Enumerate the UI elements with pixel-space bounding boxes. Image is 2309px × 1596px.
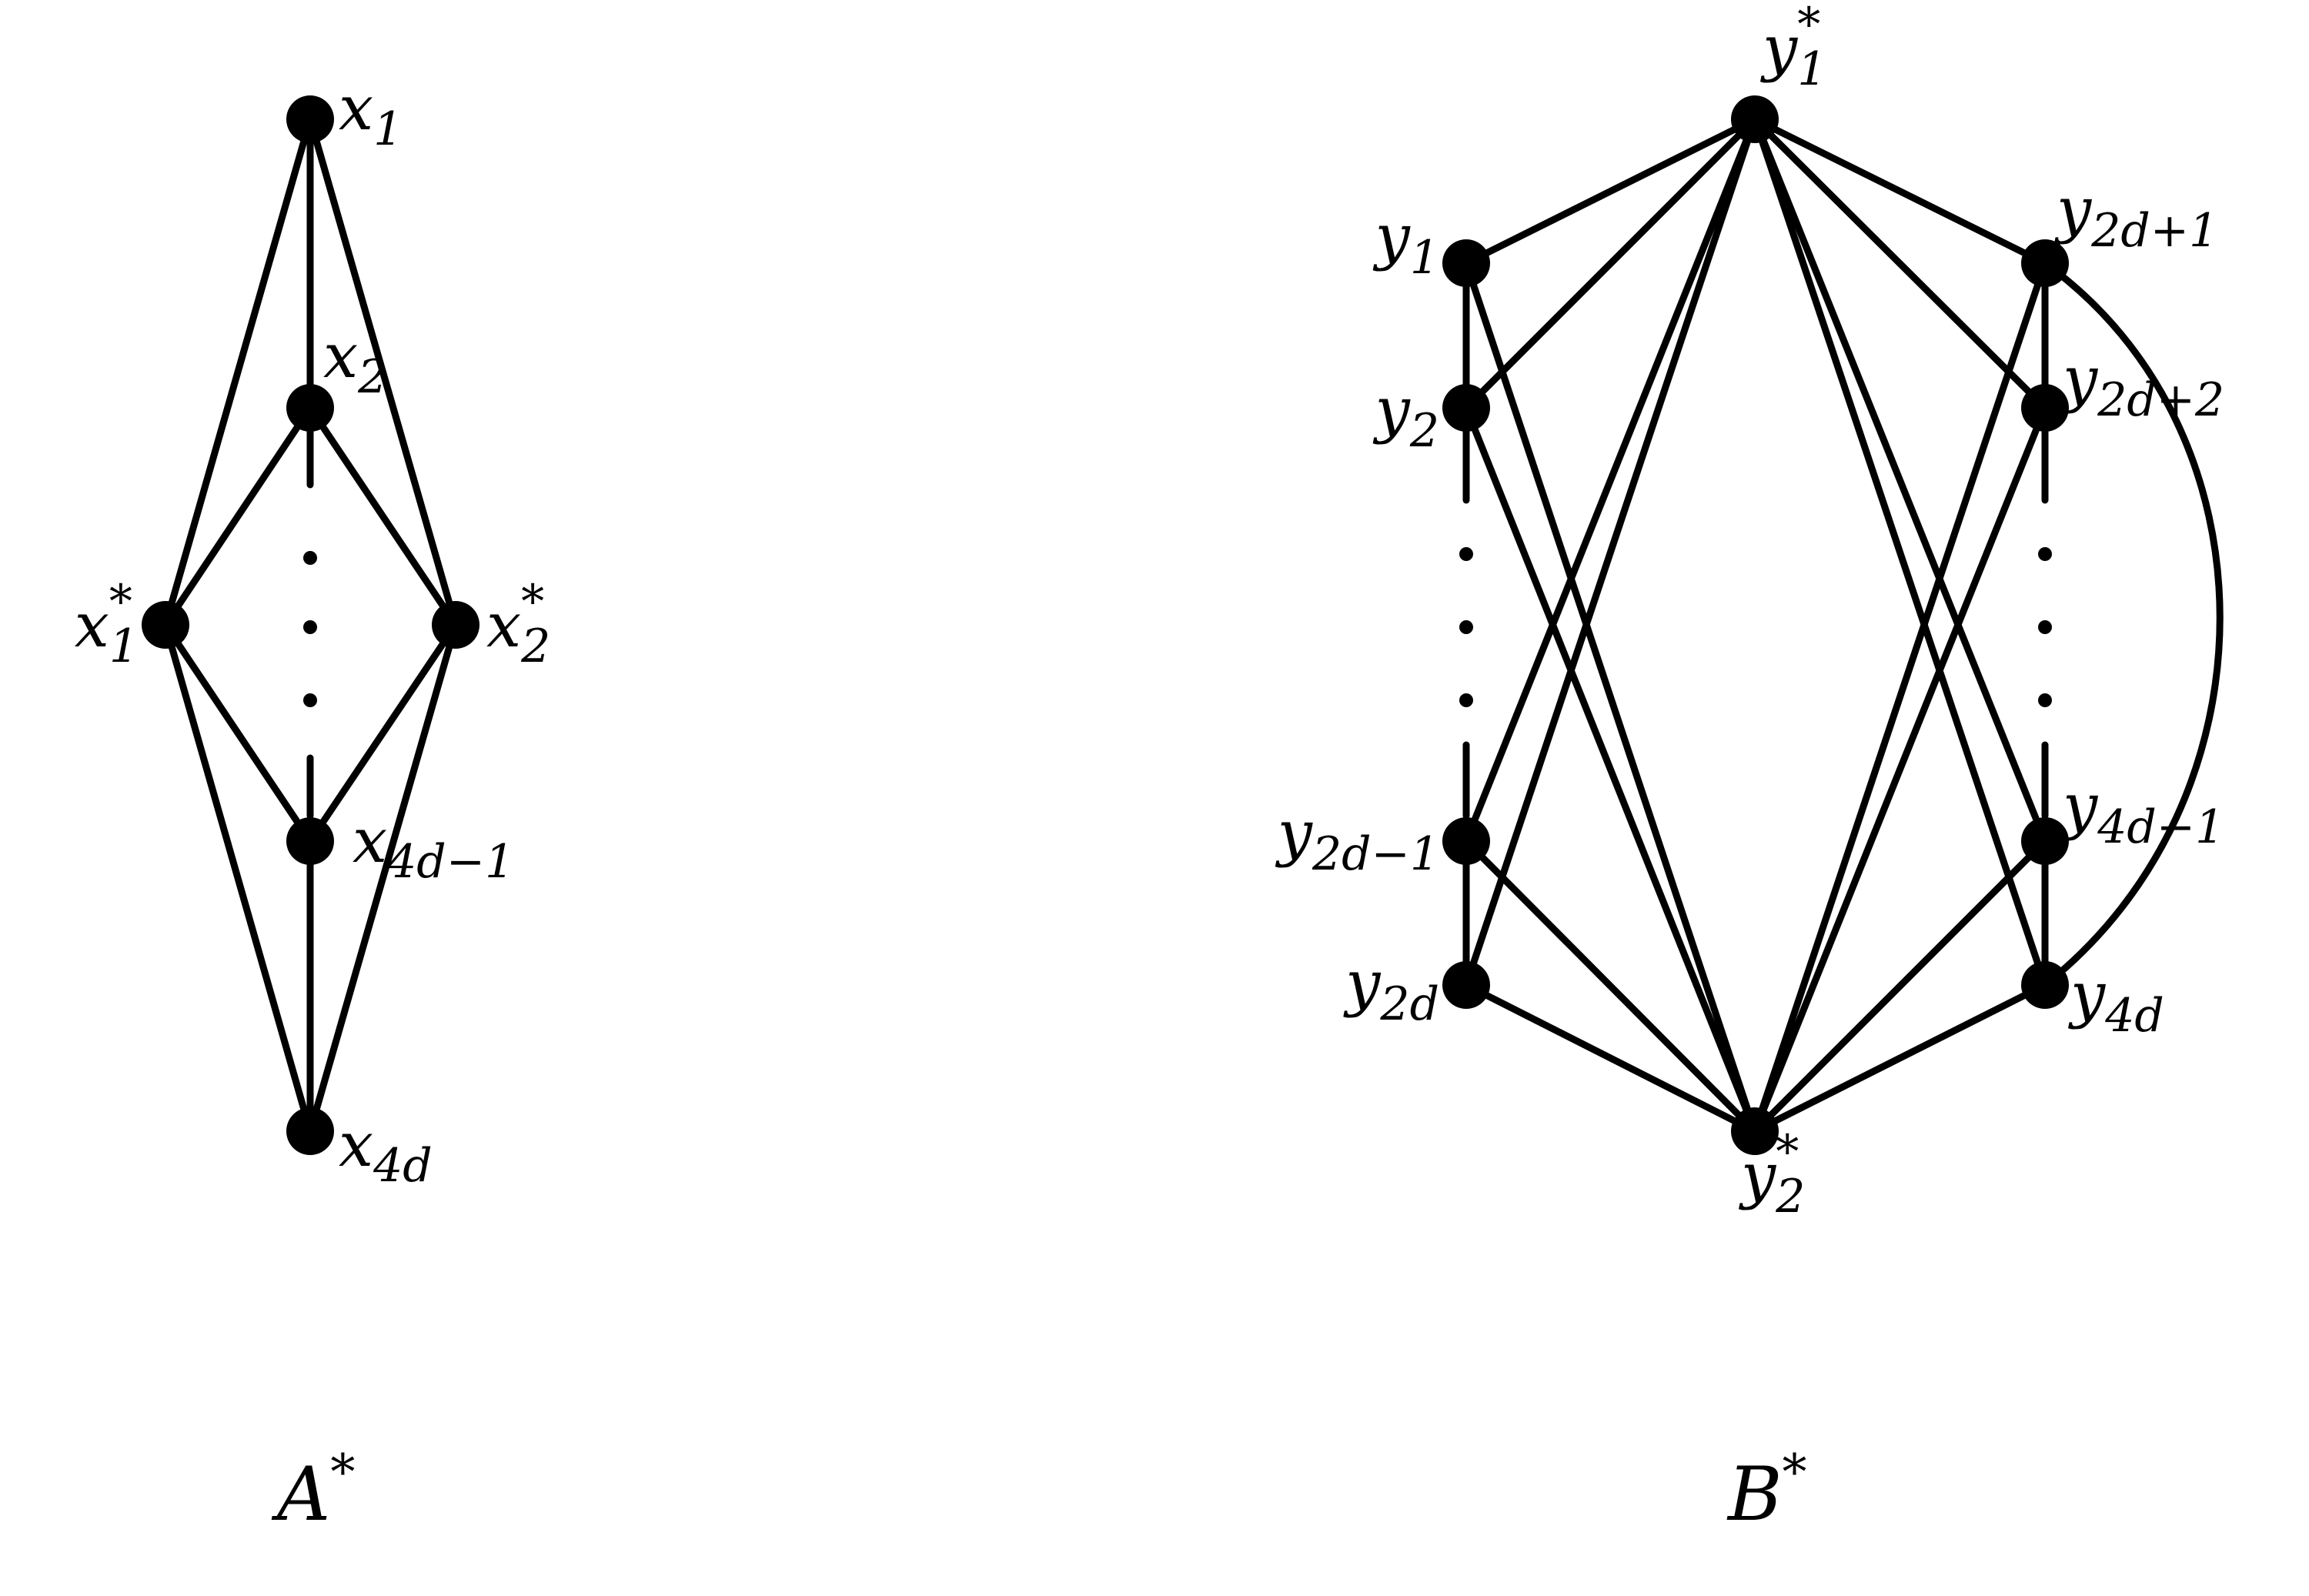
node-x1 <box>286 95 334 143</box>
label-y2d1: y2d−1 <box>1275 797 1439 881</box>
node-y4d1 <box>2021 817 2069 865</box>
edge-y1s-y2dp1 <box>1751 115 2049 267</box>
edge-x2-x1s <box>162 404 314 629</box>
ellipsis-dot-3 <box>1459 547 1473 561</box>
node-x1s <box>142 601 189 649</box>
node-y2s <box>1731 1107 1779 1155</box>
labels-layer: x1 x2 x*1 x*2 x4d−1 x4d y*1 y*2 y1 y2 y2d−1 y2d y2d+… <box>75 0 2225 1224</box>
edge-y1s-y1 <box>1462 115 1759 267</box>
label-y1: y1 <box>1373 201 1439 285</box>
edge-y2s-y4d <box>1751 981 2049 1135</box>
edge-y2s-y2dp2 <box>1751 404 2049 1135</box>
edge-y1s-y2dp2 <box>1751 115 2049 412</box>
edge-x4d1-x1s <box>162 621 314 845</box>
edge-x2-x2s <box>306 404 459 629</box>
edges-layer <box>162 115 2224 1135</box>
label-x1s: x*1 <box>75 575 139 673</box>
label-x4d1: x4d−1 <box>353 805 514 889</box>
label-x4d: x4d <box>339 1109 433 1193</box>
ellipsis-dot-5 <box>1459 693 1473 707</box>
edge-y2s-y1 <box>1462 259 1759 1135</box>
label-y2s: y*2 <box>1739 1125 1805 1224</box>
ellipsis-layer <box>303 547 2052 707</box>
node-y1s <box>1731 95 1779 143</box>
label-y2: y2 <box>1373 374 1439 458</box>
node-x4d1 <box>286 817 334 865</box>
graph-b-title: B* <box>1726 1444 1807 1538</box>
label-y4d: y4d <box>2068 959 2164 1043</box>
label-y1s: y*1 <box>1760 0 1826 96</box>
node-x2s <box>432 601 480 649</box>
edge-y1s-y4d <box>1751 115 2049 989</box>
label-y2d: y2d <box>1343 947 1439 1031</box>
label-x2: x2 <box>323 320 387 404</box>
node-y4d <box>2021 961 2069 1009</box>
node-y2d1 <box>1442 817 1490 865</box>
nodes-layer <box>142 95 2069 1155</box>
edge-x1-x2s <box>306 115 459 629</box>
edge-y2s-y2d1 <box>1462 837 1759 1135</box>
label-x1: x1 <box>339 72 403 156</box>
edge-y2s-y2dp1 <box>1751 259 2049 1135</box>
ellipsis-dot-2 <box>303 693 317 707</box>
label-x2s: x*2 <box>486 575 550 673</box>
edge-y2s-y2d <box>1462 981 1759 1135</box>
node-x4d <box>286 1107 334 1155</box>
ellipsis-dot-0 <box>303 551 317 565</box>
ellipsis-dot-4 <box>1459 620 1473 634</box>
edge-y1s-y2d1 <box>1462 115 1759 845</box>
edge-y1s-y4d1 <box>1751 115 2049 845</box>
edge-y1s-y2 <box>1462 115 1759 412</box>
node-y2d <box>1442 961 1490 1009</box>
label-y4d1: y4d−1 <box>2060 770 2224 854</box>
edge-x4d-x2s <box>306 621 459 1135</box>
ellipsis-dot-7 <box>2038 620 2052 634</box>
curved-edge-y2dp1-y4d <box>2041 259 2224 989</box>
graph-a-title: A* <box>271 1444 355 1538</box>
ellipsis-dot-1 <box>303 620 317 634</box>
node-y2dp2 <box>2021 384 2069 432</box>
node-y2dp1 <box>2021 239 2069 287</box>
edge-x4d-x1s <box>162 621 314 1135</box>
label-y2dp1: y2d+1 <box>2054 174 2218 258</box>
edge-y2s-y4d1 <box>1751 837 2049 1135</box>
node-x2 <box>286 384 334 432</box>
node-y2 <box>1442 384 1490 432</box>
label-y2dp2: y2d+2 <box>2060 343 2224 427</box>
ellipsis-dot-8 <box>2038 693 2052 707</box>
edge-y2s-y2 <box>1462 404 1759 1135</box>
edge-x4d1-x2s <box>306 621 459 845</box>
edge-x1-x1s <box>162 115 314 629</box>
ellipsis-dot-6 <box>2038 547 2052 561</box>
edge-y1s-y2d <box>1462 115 1759 989</box>
node-y1 <box>1442 239 1490 287</box>
